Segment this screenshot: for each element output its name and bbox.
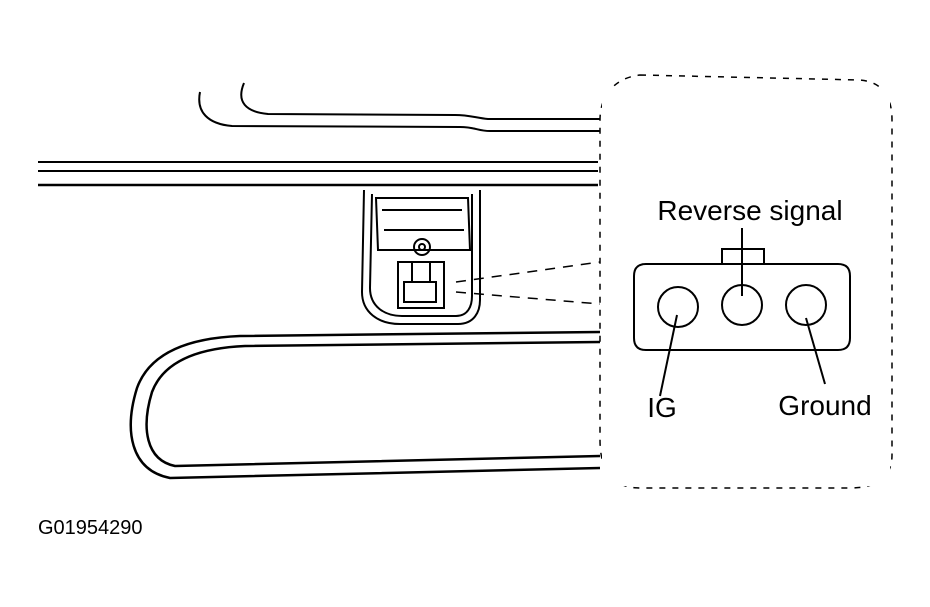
- rear-view-mirror: [129, 330, 601, 480]
- mount-clip: [397, 238, 445, 309]
- label-ig: IG: [647, 392, 677, 423]
- label-leaders: [659, 228, 826, 397]
- detail-bubble-fill: [602, 88, 890, 486]
- roof-rail: [38, 161, 598, 187]
- leader-dashes: [455, 261, 601, 305]
- windshield-header: [198, 82, 600, 132]
- pin-ground-terminal: [785, 284, 827, 326]
- label-ground: Ground: [778, 390, 871, 421]
- label-reverse-signal: Reverse signal: [657, 195, 842, 226]
- mirror-mount: [360, 189, 481, 325]
- pin-ig-terminal: [657, 286, 699, 328]
- figure-id: G01954290: [38, 517, 143, 539]
